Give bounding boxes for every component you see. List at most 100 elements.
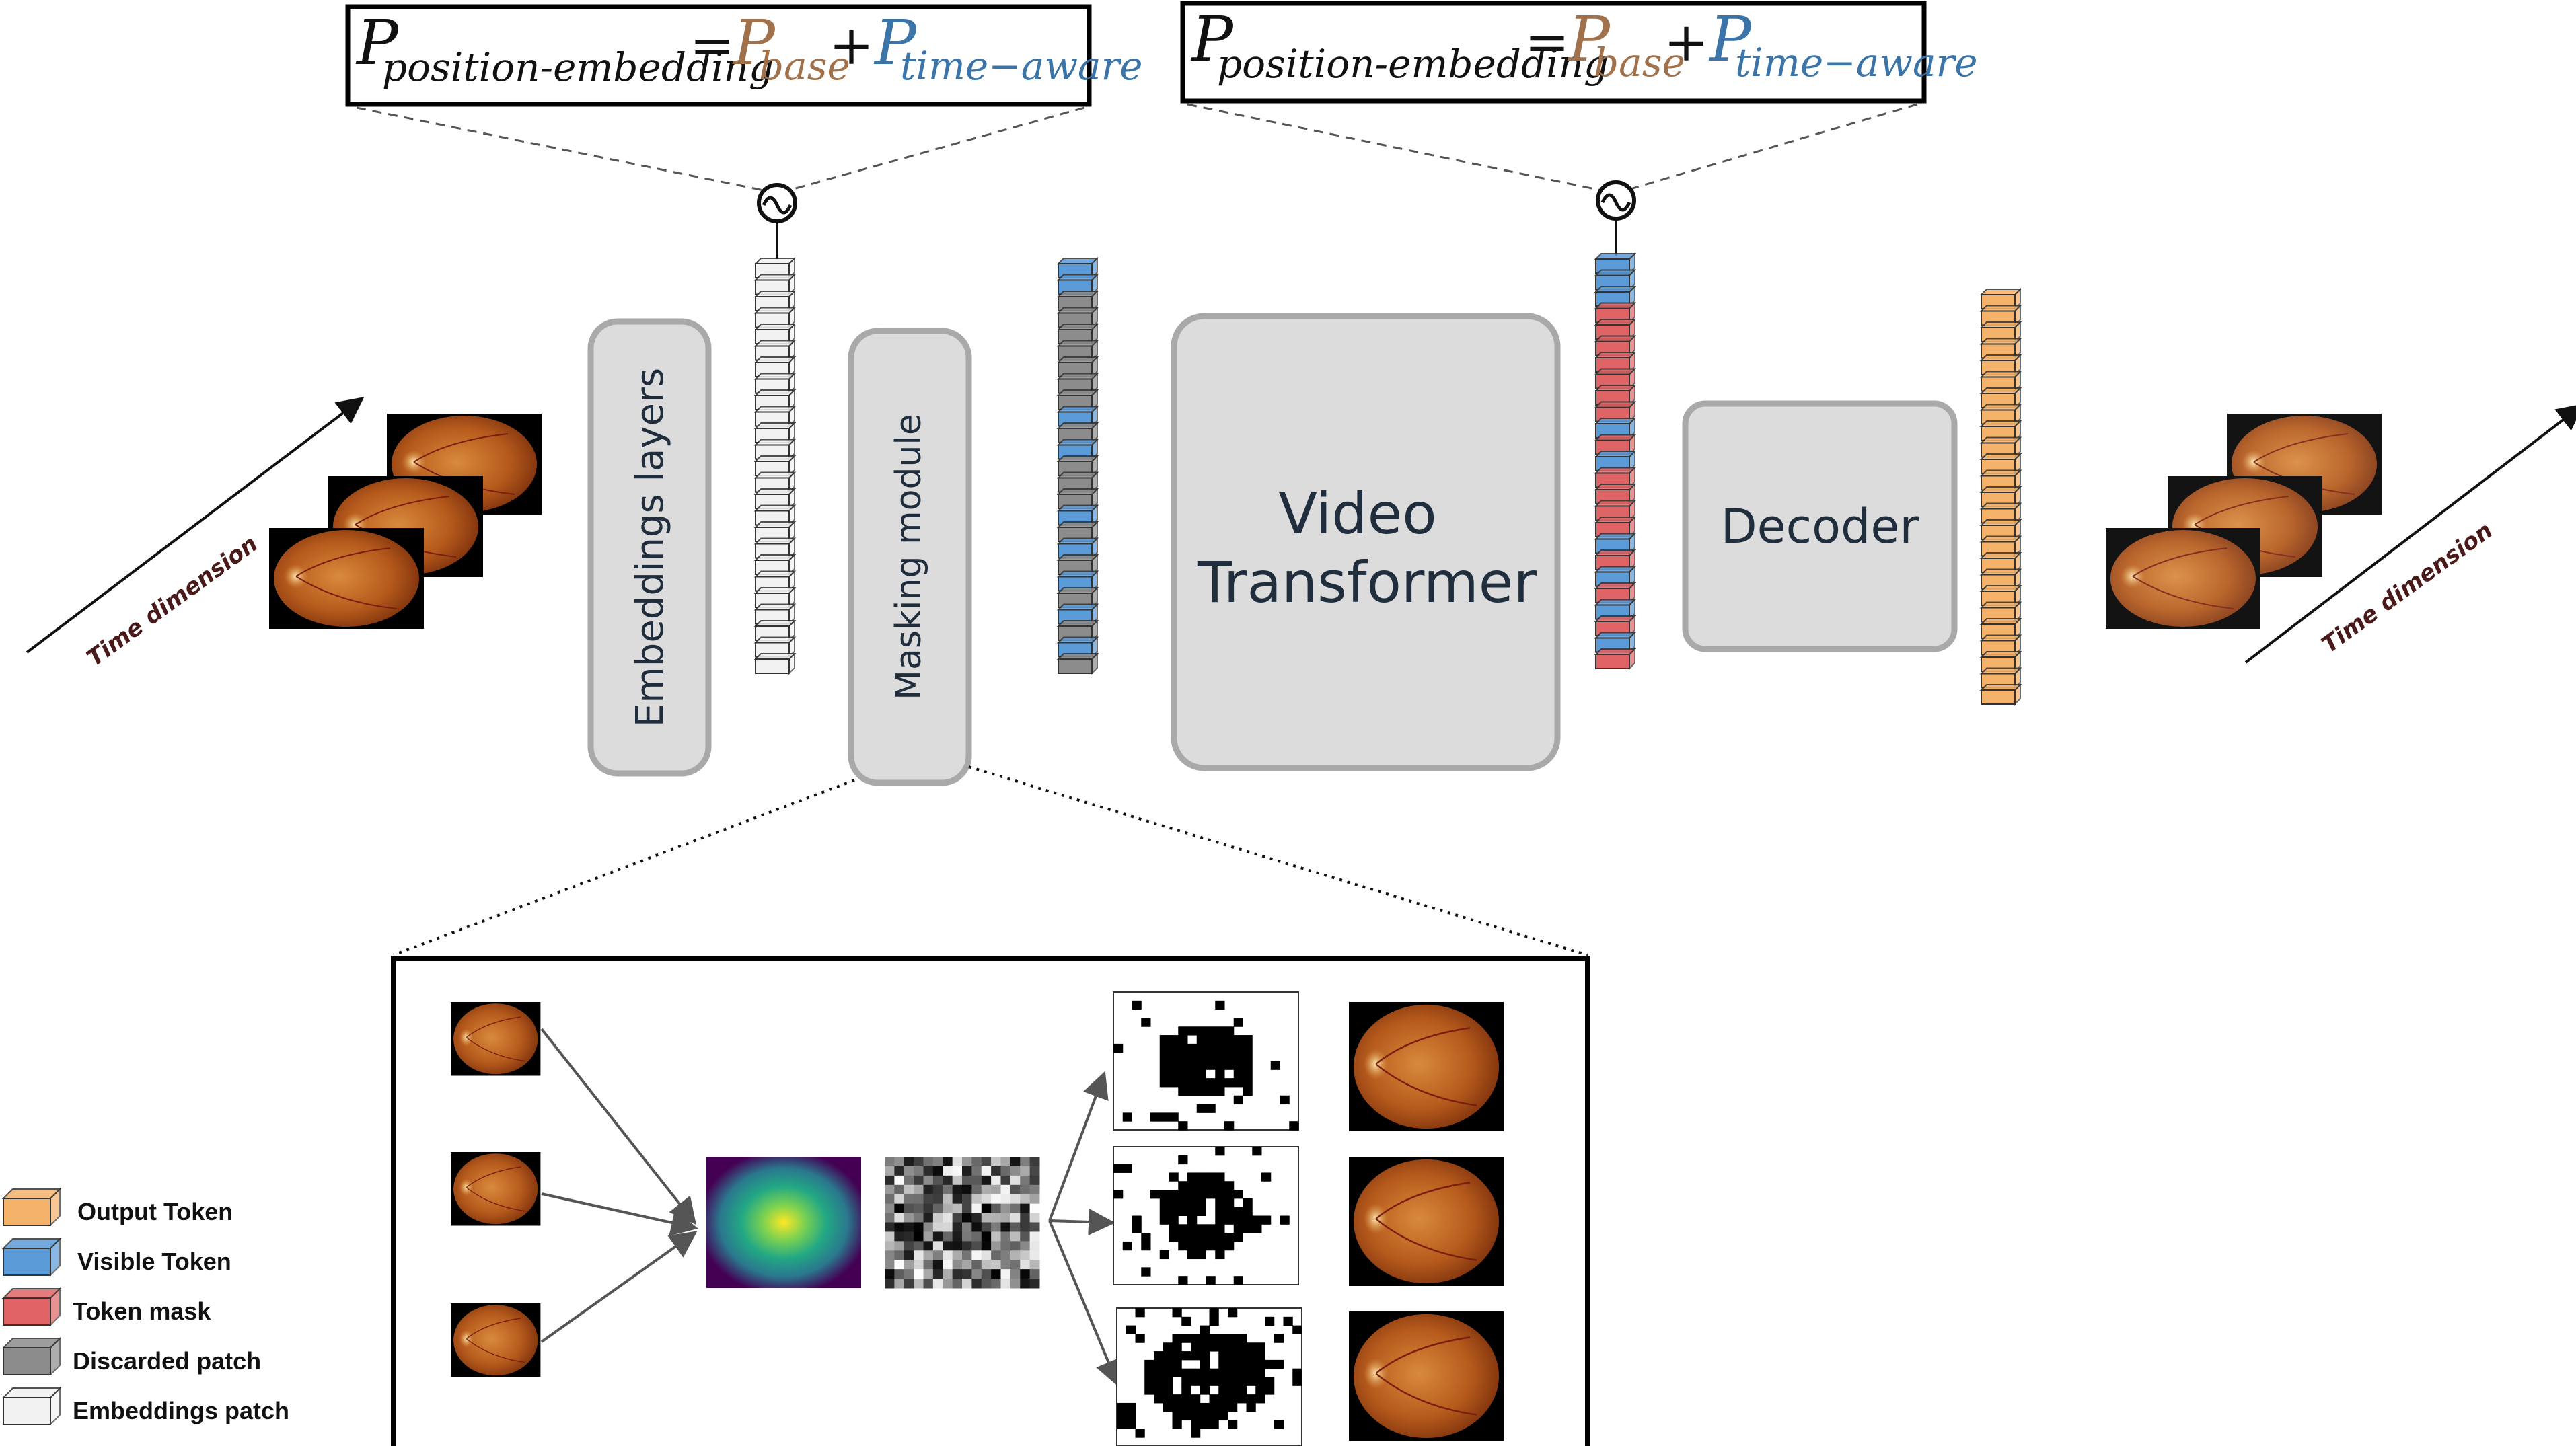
- noise-cell: [1029, 1157, 1040, 1167]
- noise-cell: [932, 1157, 943, 1167]
- mask-cell: [1200, 1359, 1210, 1369]
- mask-cell: [1246, 1368, 1256, 1377]
- mask-cell: [1233, 1043, 1243, 1053]
- mask-cell: [1215, 1061, 1225, 1070]
- legend-swatch: [1, 1287, 62, 1327]
- mask-cell: [1261, 1215, 1272, 1225]
- mask-cell: [1246, 1342, 1256, 1352]
- noise-cell: [1000, 1184, 1011, 1195]
- mask-cell: [1159, 1112, 1169, 1122]
- mask-cell: [1274, 1359, 1284, 1369]
- noise-cell: [962, 1231, 972, 1242]
- mask-cell: [1196, 1224, 1206, 1233]
- noise-cell: [1010, 1250, 1021, 1260]
- mask-cell: [1187, 1172, 1198, 1182]
- noise-cell: [962, 1184, 972, 1195]
- noise-cell: [1000, 1203, 1011, 1214]
- noise-cell: [894, 1203, 905, 1214]
- mask-cell: [1196, 1026, 1206, 1036]
- noise-cell: [952, 1260, 963, 1270]
- mask-cell: [1209, 1368, 1219, 1377]
- noise-cell: [932, 1250, 943, 1260]
- mask-cell: [1206, 1172, 1216, 1182]
- noise-cell: [885, 1213, 895, 1223]
- mask-cell: [1206, 1043, 1216, 1053]
- mask-cell: [1159, 1215, 1169, 1225]
- formula-lhs: P: [355, 7, 400, 79]
- noise-cell: [943, 1203, 953, 1214]
- mask-cell: [1255, 1342, 1265, 1352]
- mask-cell: [1169, 1069, 1179, 1079]
- mask-cell: [1196, 1190, 1206, 1199]
- noise-cell: [1000, 1250, 1011, 1260]
- noise-cell: [923, 1260, 934, 1270]
- formula-base: P: [1567, 3, 1611, 75]
- noise-cell: [971, 1213, 982, 1223]
- noise-cell: [991, 1194, 1001, 1205]
- formula-base: P: [732, 7, 776, 79]
- mask-cell: [1255, 1377, 1265, 1386]
- mask-cell: [1224, 1233, 1235, 1242]
- noise-cell: [894, 1269, 905, 1279]
- sinusoid-icon: [1596, 180, 1636, 256]
- noise-cell: [894, 1175, 905, 1186]
- mask-cell: [1233, 1207, 1243, 1216]
- noise-cell: [904, 1279, 914, 1289]
- mask-cell: [1150, 1190, 1161, 1199]
- noise-cell: [952, 1175, 963, 1186]
- noise-cell: [971, 1260, 982, 1270]
- mask-cell: [1292, 1377, 1302, 1386]
- mask-cell: [1187, 1052, 1198, 1061]
- mask-cell: [1237, 1368, 1247, 1377]
- mask-cell: [1255, 1368, 1265, 1377]
- mask-cell: [1243, 1043, 1253, 1053]
- noise-cell: [1029, 1279, 1040, 1289]
- mask-cell: [1200, 1325, 1210, 1334]
- mask-cell: [1196, 1069, 1206, 1079]
- formula-aware-sub: time−aware: [1735, 40, 1978, 85]
- mask-cell: [1172, 1402, 1182, 1412]
- mask-cell: [1141, 1233, 1151, 1242]
- noise-cell: [885, 1184, 895, 1195]
- noise-cell: [914, 1241, 924, 1251]
- mask-cell: [1237, 1377, 1247, 1386]
- mask-cell: [1141, 1018, 1151, 1027]
- noise-cell: [1020, 1194, 1031, 1205]
- formula-box-right: P position-embedding = P base + P time−a…: [1180, 1, 1978, 104]
- masking-detail-panel: [391, 956, 1590, 1446]
- transformer-token: [1594, 284, 1637, 308]
- noise-cell: [1029, 1222, 1040, 1232]
- noise-cell: [943, 1231, 953, 1242]
- mask-cell: [1206, 1190, 1216, 1199]
- formula-box-left: P position-embedding = P base + P time−a…: [345, 4, 1143, 107]
- mask-cell: [1233, 1095, 1243, 1105]
- mask-cell: [1243, 1069, 1253, 1079]
- noise-cell: [904, 1175, 914, 1186]
- noise-cell: [932, 1175, 943, 1186]
- mask-cell: [1206, 1078, 1216, 1088]
- mask-cell: [1135, 1308, 1145, 1318]
- mask-cell: [1215, 1224, 1225, 1233]
- mask-cell: [1224, 1035, 1235, 1044]
- mask-cell: [1191, 1377, 1201, 1386]
- mask-cell: [1200, 1342, 1210, 1352]
- mask-cell: [1122, 1164, 1132, 1173]
- mask-cell: [1144, 1377, 1154, 1386]
- mask-cell: [1243, 1224, 1253, 1233]
- mask-cell: [1196, 1241, 1206, 1251]
- mask-cell: [1215, 1052, 1225, 1061]
- noise-cell: [952, 1269, 963, 1279]
- mask-cell: [1209, 1411, 1219, 1421]
- noise-cell: [981, 1260, 992, 1270]
- legend-swatch: [1, 1386, 62, 1426]
- mask-cell: [1159, 1035, 1169, 1044]
- mask-cell: [1215, 1250, 1225, 1260]
- noise-cell: [923, 1213, 934, 1223]
- noise-cell: [943, 1241, 953, 1251]
- mask-cell: [1178, 1198, 1188, 1208]
- mask-cell: [1274, 1334, 1284, 1343]
- mask-cell: [1187, 1043, 1198, 1053]
- mask-cell: [1228, 1385, 1238, 1395]
- mask-cell: [1252, 1147, 1262, 1156]
- noise-cell: [914, 1260, 924, 1270]
